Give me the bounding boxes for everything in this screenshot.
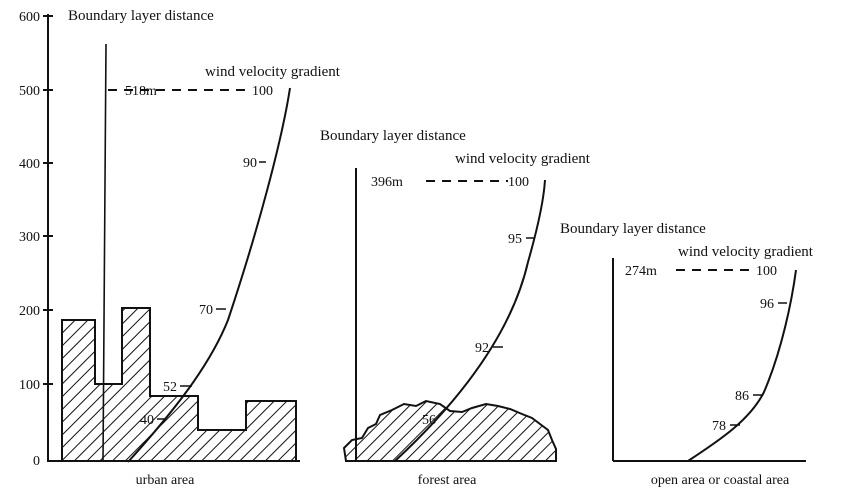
forest-value-92: 92 bbox=[475, 341, 489, 356]
urban-area-label: urban area bbox=[136, 473, 195, 488]
y-tick-label-500: 500 bbox=[19, 84, 40, 99]
urban-profile-curve bbox=[127, 87, 291, 463]
open-area-label: open area or coastal area bbox=[651, 473, 790, 488]
y-tick-label-300: 300 bbox=[19, 230, 40, 245]
urban-height-label: 518m bbox=[125, 84, 157, 99]
y-tick-label-0: 0 bbox=[33, 454, 40, 469]
y-axis: 600 500 400 300 200 100 0 bbox=[19, 10, 53, 469]
forest-top-value: 100 bbox=[508, 175, 529, 190]
forest-profile-curve bbox=[394, 179, 546, 462]
panel-urban: Boundary layer distance wind velocity gr… bbox=[48, 8, 341, 488]
urban-boundary-label: Boundary layer distance bbox=[68, 8, 214, 24]
open-value-78: 78 bbox=[712, 419, 726, 434]
open-value-86: 86 bbox=[735, 389, 749, 404]
urban-boundary-axis bbox=[102, 43, 107, 462]
forest-value-56: 56 bbox=[422, 413, 436, 428]
forest-gradient-label: wind velocity gradient bbox=[455, 151, 591, 167]
forest-height-label: 396m bbox=[371, 175, 403, 190]
y-tick-label-100: 100 bbox=[19, 378, 40, 393]
y-tick-label-200: 200 bbox=[19, 304, 40, 319]
panel-forest: Boundary layer distance wind velocity gr… bbox=[320, 128, 591, 488]
urban-gradient-label: wind velocity gradient bbox=[205, 64, 341, 80]
urban-value-40: 40 bbox=[140, 413, 154, 428]
open-value-96: 96 bbox=[760, 297, 774, 312]
forest-boundary-label: Boundary layer distance bbox=[320, 128, 466, 144]
open-boundary-label: Boundary layer distance bbox=[560, 221, 706, 237]
urban-value-70: 70 bbox=[199, 303, 213, 318]
urban-top-value: 100 bbox=[252, 84, 273, 99]
forest-value-95: 95 bbox=[508, 232, 522, 247]
forest-area-label: forest area bbox=[418, 473, 477, 488]
forest-canopy bbox=[342, 399, 557, 462]
urban-value-90: 90 bbox=[243, 156, 257, 171]
y-tick-label-600: 600 bbox=[19, 10, 40, 25]
y-tick-label-400: 400 bbox=[19, 157, 40, 172]
urban-buildings bbox=[61, 307, 297, 462]
open-gradient-label: wind velocity gradient bbox=[678, 244, 814, 260]
open-profile-curve bbox=[687, 269, 797, 462]
open-height-label: 274m bbox=[625, 264, 657, 279]
open-top-value: 100 bbox=[756, 264, 777, 279]
urban-value-52: 52 bbox=[163, 380, 177, 395]
panel-open-coastal: Boundary layer distance wind velocity gr… bbox=[560, 221, 814, 488]
